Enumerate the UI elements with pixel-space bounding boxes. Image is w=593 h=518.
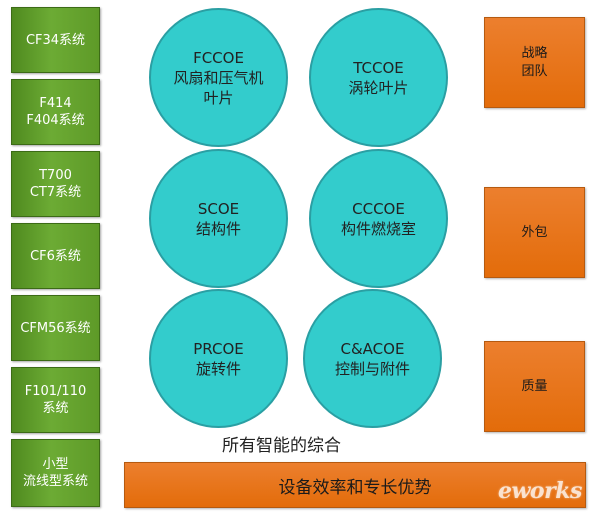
coe-circle-cacoe: C&ACOE 控制与附件: [303, 289, 442, 428]
bottom-bar-label: 设备效率和专长优势: [278, 477, 432, 498]
system-box-cf34: CF34系统: [11, 7, 100, 73]
coe-circle-fccoe: FCCOE 风扇和压气机叶片: [149, 8, 288, 147]
bottom-bar: 设备效率和专长优势: [124, 462, 586, 508]
side-box-strategy-team: 战略 团队: [484, 17, 585, 108]
coe-circle-prcoe: PRCOE 旋转件: [149, 289, 288, 428]
coe-circle-cccoe: CCCOE 构件燃烧室: [309, 149, 448, 288]
coe-circle-scoe: SCOE 结构件: [149, 149, 288, 288]
system-box-cfm56: CFM56系统: [11, 295, 100, 361]
system-box-f414-f404: F414 F404系统: [11, 79, 100, 145]
side-box-quality: 质量: [484, 341, 585, 432]
system-box-f101-110: F101/110 系统: [11, 367, 100, 433]
eworks-watermark-logo: eworks: [498, 478, 582, 504]
side-box-outsourcing: 外包: [484, 187, 585, 278]
system-box-small-streamlined: 小型 流线型系统: [11, 439, 100, 507]
system-box-t700-ct7: T700 CT7系统: [11, 151, 100, 217]
synthesis-caption: 所有智能的综合: [222, 436, 341, 456]
coe-circle-tccoe: TCCOE 涡轮叶片: [309, 8, 448, 147]
system-box-cf6: CF6系统: [11, 223, 100, 289]
